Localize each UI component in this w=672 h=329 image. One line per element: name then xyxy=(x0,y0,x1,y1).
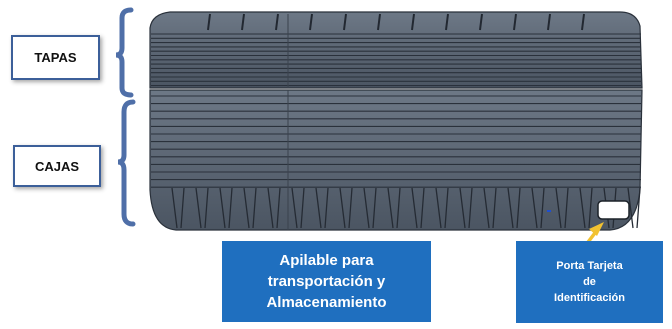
lid-rib xyxy=(547,13,551,31)
lid-rib xyxy=(411,13,415,31)
stackable-callout-line-3: Almacenamiento xyxy=(266,294,387,311)
box-rib xyxy=(315,187,329,229)
box-rib xyxy=(387,187,401,229)
card-holder-callout-line-3: Identificación xyxy=(554,292,625,304)
box-rib xyxy=(171,187,185,229)
boxes-stack xyxy=(149,89,643,231)
lid-rib xyxy=(445,13,449,31)
tapas-bracket xyxy=(115,7,134,98)
tapas-label: TAPAS xyxy=(11,35,100,80)
box-rib xyxy=(579,187,593,229)
box-rib xyxy=(219,187,233,229)
box-rib xyxy=(459,187,473,229)
lid-rib xyxy=(479,13,483,31)
card-holder-callout: Porta Tarjeta de Identificación xyxy=(516,241,663,323)
lid-rib xyxy=(343,13,347,31)
box-rib xyxy=(507,187,521,229)
box-rib xyxy=(435,187,449,229)
lid-rib xyxy=(581,13,585,31)
lid-rib xyxy=(513,13,517,31)
lid-rib xyxy=(309,13,313,31)
card-holder-callout-line-1: Porta Tarjeta xyxy=(556,260,623,272)
lid-rib xyxy=(275,13,279,31)
card-holder-callout-line-2: de xyxy=(583,276,596,288)
stackable-callout: Apilable para transportación y Almacenam… xyxy=(222,241,431,322)
box-rib xyxy=(363,187,377,229)
lid-rib xyxy=(207,13,211,31)
box-rib xyxy=(267,187,281,229)
stackable-callout-line-2: transportación y xyxy=(267,273,386,290)
card-holder-slot xyxy=(597,200,630,220)
box-rib xyxy=(483,187,497,229)
small-blue-marker xyxy=(547,210,551,212)
box-rib xyxy=(291,187,305,229)
cajas-label: CAJAS xyxy=(13,145,101,187)
box-rib xyxy=(555,187,569,229)
lids-stack xyxy=(149,11,643,89)
box-rib xyxy=(339,187,353,229)
stackable-callout-line-1: Apilable para xyxy=(279,252,374,269)
lid-rib xyxy=(377,13,381,31)
box-rib xyxy=(243,187,257,229)
box-rib xyxy=(531,187,545,229)
box-rib xyxy=(627,187,641,229)
lid-rib xyxy=(241,13,245,31)
cajas-bracket xyxy=(117,99,136,227)
box-rib xyxy=(411,187,425,229)
box-rib xyxy=(195,187,209,229)
